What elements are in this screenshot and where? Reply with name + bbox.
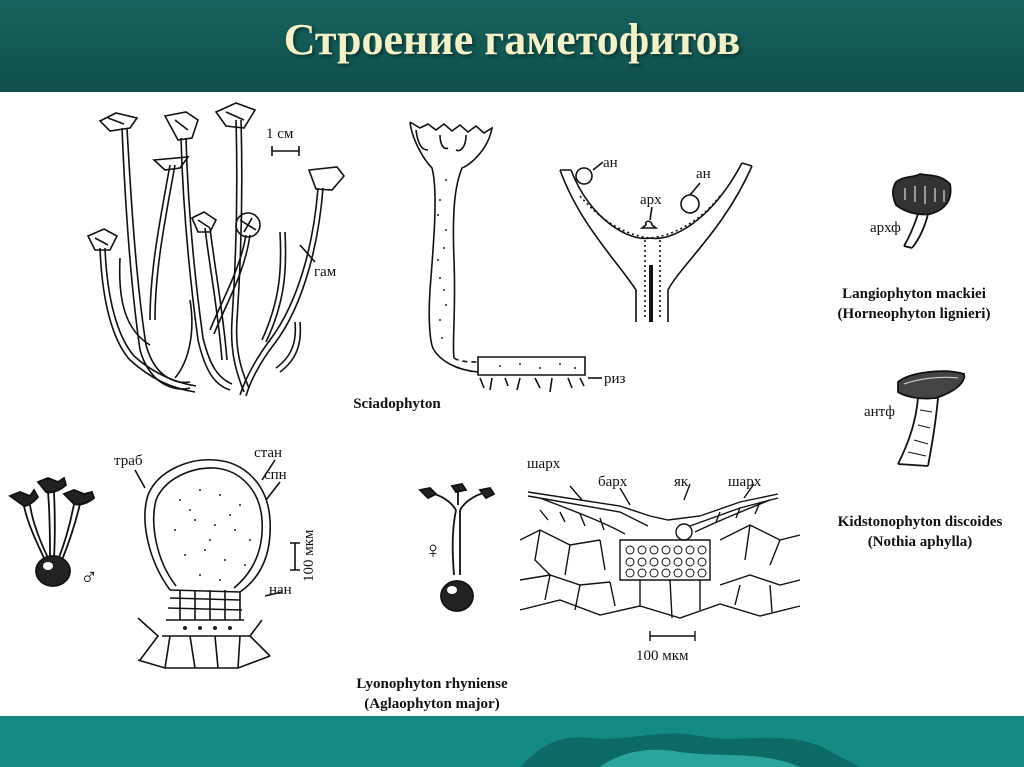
footer-band xyxy=(0,716,1024,767)
spn-label: спн xyxy=(264,467,287,483)
kidstonophyton-caption-1: Kidstonophyton discoides xyxy=(838,514,1003,530)
female-gametophyte-drawing xyxy=(418,482,496,612)
antf-label: антф xyxy=(864,404,895,420)
trab-label: траб xyxy=(114,453,143,469)
arhf-label: архф xyxy=(870,220,901,236)
gametophyte-illustrations: 1 см гам риз Sciadophyton xyxy=(8,102,1003,712)
scale-100mkm-vertical-label: 100 мкм xyxy=(301,529,317,582)
kidstonophyton-caption-2: (Nothia aphylla) xyxy=(868,534,973,550)
scale-1cm-label: 1 см xyxy=(266,126,294,142)
sharh-left-label: шарх xyxy=(527,456,561,472)
antheridium-stipple xyxy=(174,489,251,630)
male-gametophyte-drawing xyxy=(8,476,96,587)
sciadophyton-stipple xyxy=(437,179,576,369)
female-symbol: ♀ xyxy=(424,538,442,564)
an-label-left: ан xyxy=(603,155,618,171)
male-symbol: ♂ xyxy=(80,565,98,591)
langiophyton-caption-1: Langiophyton mackiei xyxy=(842,286,986,302)
arh-label: арх xyxy=(640,192,662,208)
footer-decoration xyxy=(520,733,860,767)
riz-label: риз xyxy=(604,371,626,387)
title-bar: Строение гаметофитов xyxy=(0,0,1024,92)
langiophyton-caption-2: (Horneophyton lignieri) xyxy=(838,306,991,322)
yak-label: як xyxy=(674,474,689,490)
an-label-right: ан xyxy=(696,166,711,182)
slide-title: Строение гаметофитов xyxy=(283,15,741,64)
langiophyton-drawing xyxy=(892,173,952,249)
sharh-right-label: шарх xyxy=(728,474,762,490)
scale-100mkm-horizontal-label: 100 мкм xyxy=(636,648,689,664)
sciadophyton-caption: Sciadophyton xyxy=(353,396,441,412)
archegonium-cells xyxy=(625,545,707,578)
gametangiophore-section-drawing xyxy=(559,161,753,322)
gam-label: гам xyxy=(314,264,337,280)
sciadophyton-single-drawing xyxy=(409,121,602,393)
lyonophyton-caption-2: (Aglaophyton major) xyxy=(364,696,499,712)
archegonium-section-drawing xyxy=(519,483,801,641)
nan-label: нан xyxy=(269,582,292,598)
antheridium-section-drawing xyxy=(134,459,300,669)
stan-label: стан xyxy=(254,445,282,461)
barh-label: барх xyxy=(598,474,628,490)
sciadophyton-cluster-drawing xyxy=(86,102,346,397)
kidstonophyton-drawing xyxy=(897,370,966,467)
lyonophyton-caption-1: Lyonophyton rhyniense xyxy=(356,676,508,692)
